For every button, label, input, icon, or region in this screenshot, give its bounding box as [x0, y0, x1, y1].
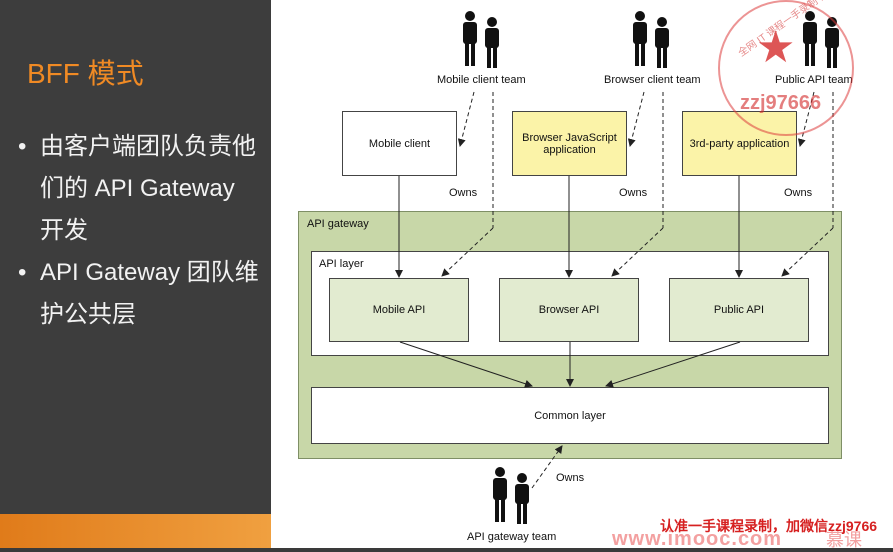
- slide-panel: BFF 模式 • 由客户端团队负责他们的 API Gateway 开发 • AP…: [0, 0, 271, 548]
- slide-title: BFF 模式: [27, 58, 144, 89]
- bullet-item: • 由客户端团队负责他们的 API Gateway 开发: [18, 126, 263, 252]
- browser-client-box: Browser JavaScript application: [512, 111, 627, 176]
- bullet-text-1: 由客户端团队负责他们的 API Gateway 开发: [40, 133, 256, 244]
- watermark-stamp-code: zzj97666: [740, 92, 822, 114]
- owns-label-gateway: Owns: [556, 472, 585, 484]
- watermark-url: www.imooc.com: [612, 528, 783, 550]
- api-layer-label: API layer: [319, 258, 364, 270]
- watermark-bottom-text: 认准一手课程录制，加微信zzj9766: [660, 518, 878, 534]
- browser-team-people-icon: [633, 11, 669, 68]
- common-layer-box: Common layer: [311, 387, 829, 444]
- browser-api-box: Browser API: [499, 278, 639, 342]
- slide-footer-bar: [0, 514, 271, 548]
- mobile-api-box: Mobile API: [329, 278, 469, 342]
- bullet-dot: •: [18, 133, 27, 160]
- watermark-logo: 慕课: [826, 530, 862, 550]
- bullet-dot: •: [18, 259, 27, 286]
- mobile-client-box: Mobile client: [342, 111, 457, 176]
- watermark-star-icon: ★: [756, 23, 796, 72]
- mobile-team-people-icon: [463, 11, 499, 68]
- api-gateway-label: API gateway: [307, 218, 369, 230]
- gateway-team-label: API gateway team: [467, 531, 557, 543]
- gateway-team-people-icon: [493, 467, 529, 524]
- owns-label-mobile: Owns: [449, 187, 478, 199]
- browser-team-label: Browser client team: [604, 74, 701, 86]
- watermark-stamp: [718, 0, 854, 136]
- owns-label-public: Owns: [784, 187, 813, 199]
- mobile-team-label: Mobile client team: [437, 74, 526, 86]
- bullet-text-2: API Gateway 团队维护公共层: [40, 259, 259, 328]
- owns-label-browser: Owns: [619, 187, 648, 199]
- bullet-list: • 由客户端团队负责他们的 API Gateway 开发 • API Gatew…: [18, 126, 263, 336]
- bullet-item: • API Gateway 团队维护公共层: [18, 252, 263, 336]
- public-api-box: Public API: [669, 278, 809, 342]
